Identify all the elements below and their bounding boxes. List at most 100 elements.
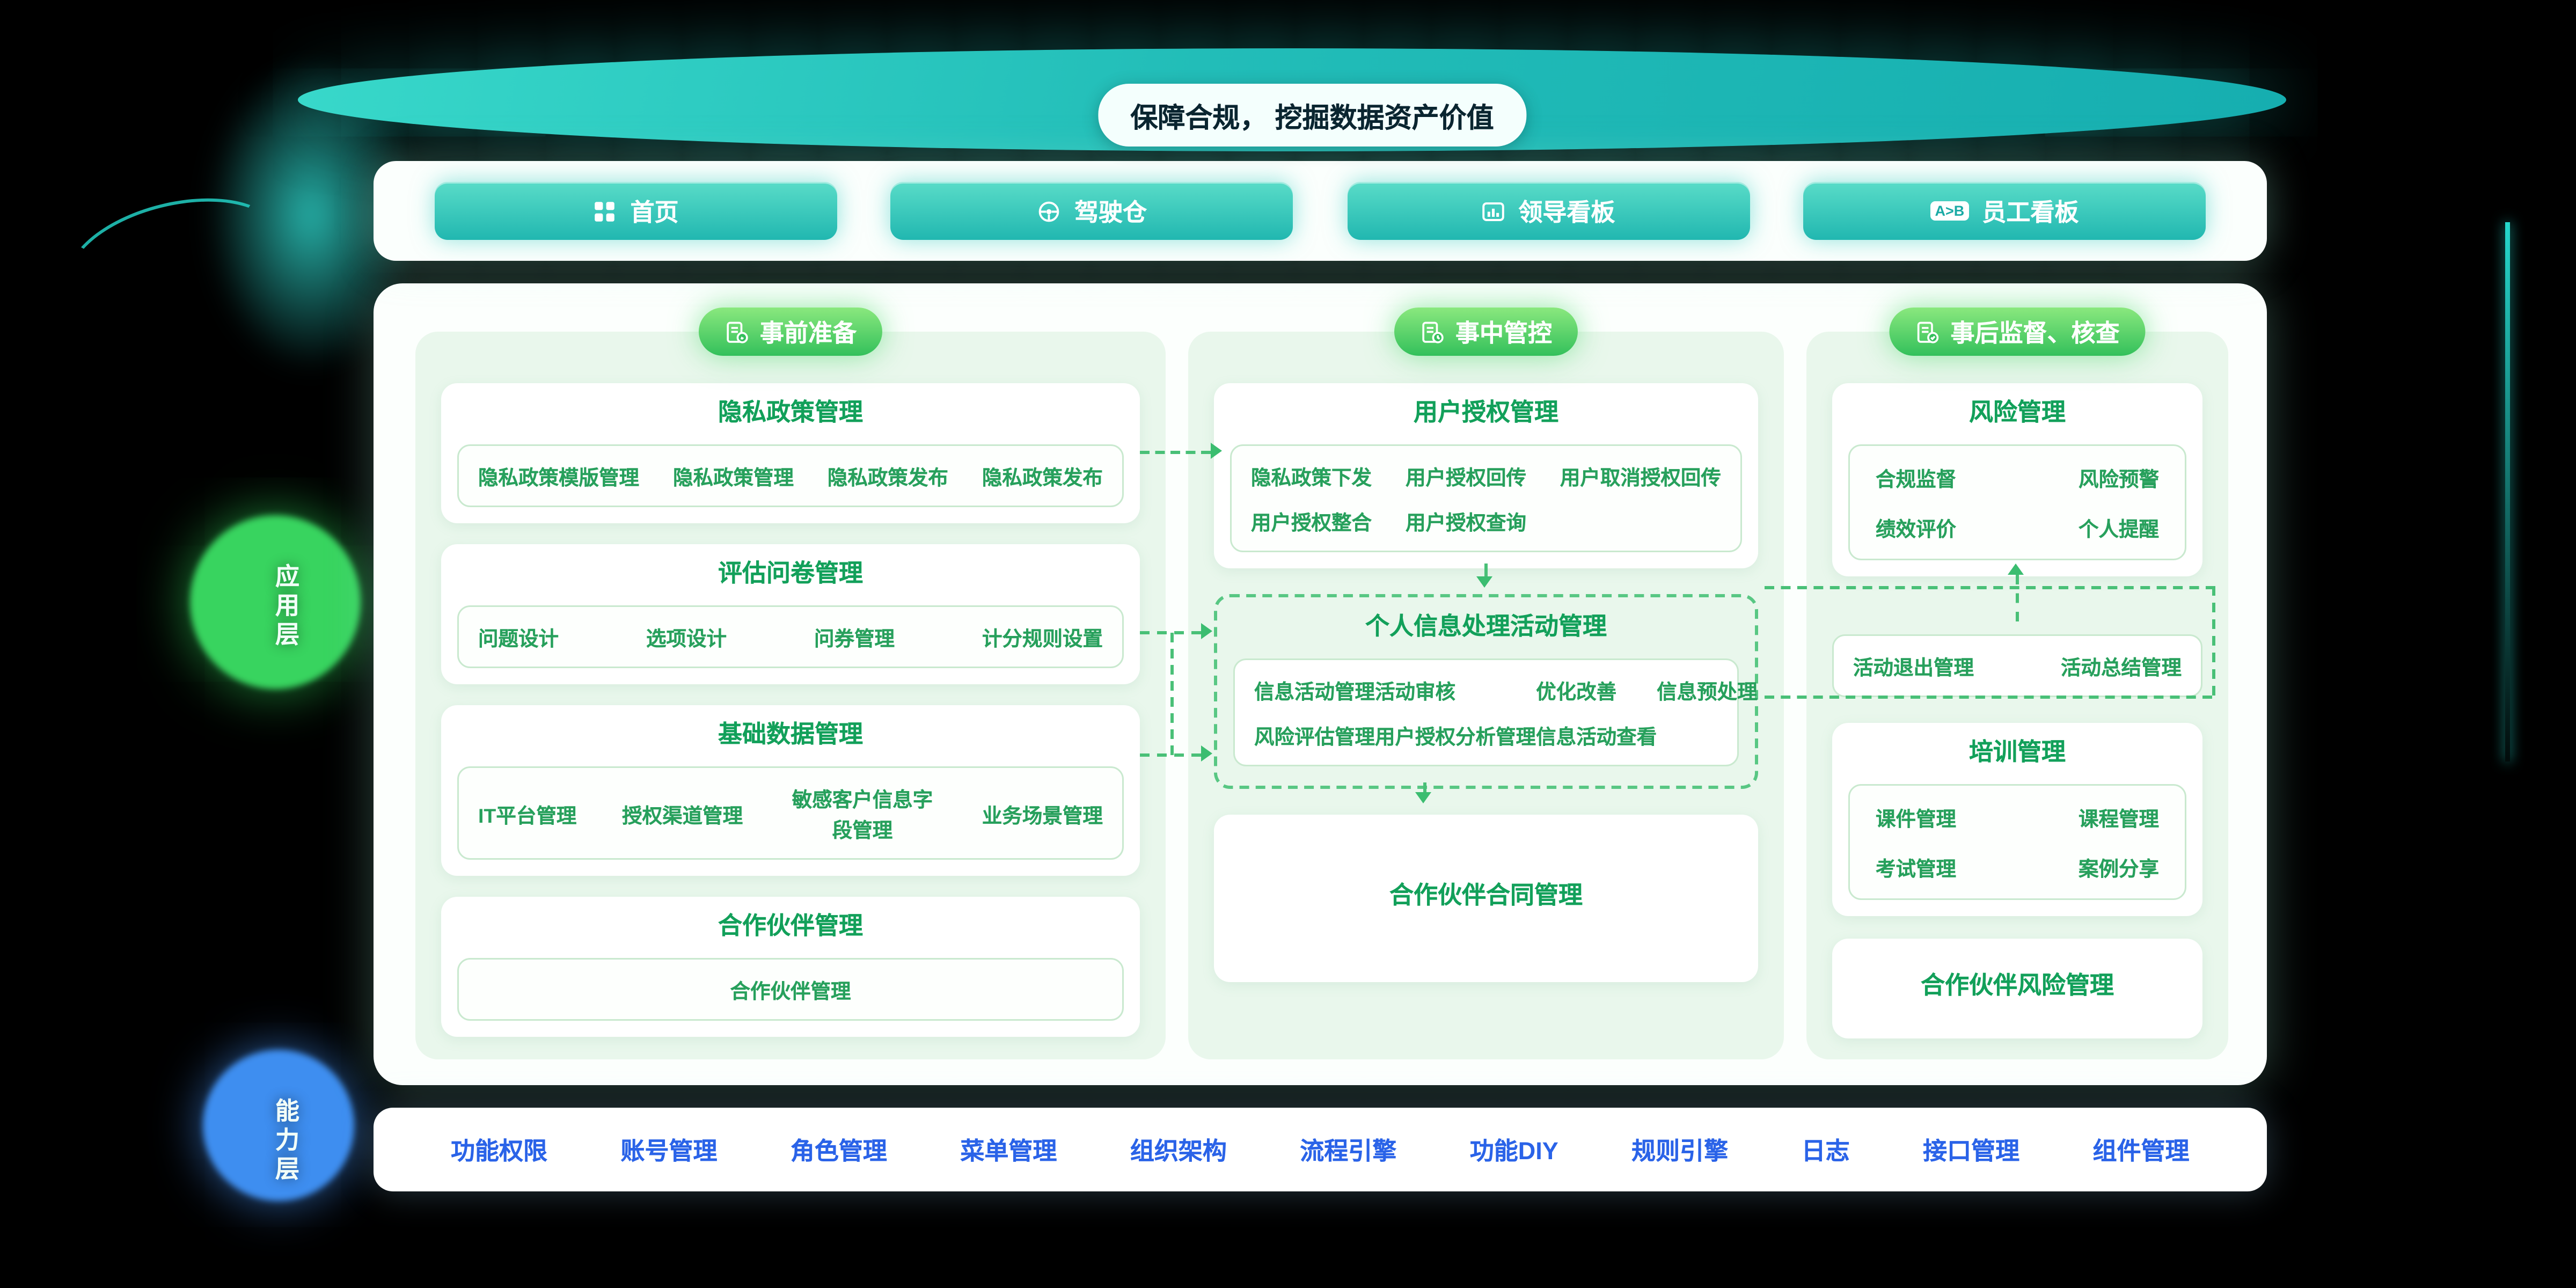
card-risk-management: 风险管理 合规监督 风险预警 绩效评价 个人提醒 xyxy=(1832,383,2202,576)
steering-wheel-icon xyxy=(1037,199,1062,223)
module-item[interactable]: 个人提醒 xyxy=(2078,518,2159,541)
capability-item[interactable]: 组件管理 xyxy=(2092,1137,2190,1165)
module-item[interactable]: 活动审核 xyxy=(1375,681,1456,704)
doc-clock-icon xyxy=(1420,320,1444,344)
module-item[interactable]: 问题设计 xyxy=(478,628,559,650)
module-item[interactable]: 用户授权整合 xyxy=(1251,512,1372,535)
flow-line xyxy=(1765,586,2215,589)
module-item[interactable]: 选项设计 xyxy=(646,628,727,650)
card-title: 合作伙伴管理 xyxy=(718,913,863,940)
capability-item[interactable]: 规则引擎 xyxy=(1631,1137,1729,1165)
module-item[interactable]: 信息预处理 xyxy=(1657,681,1758,704)
capability-item[interactable]: 功能权限 xyxy=(451,1137,548,1165)
module-item[interactable]: 合作伙伴管理 xyxy=(730,980,851,1003)
flow-arrow-right xyxy=(1211,443,1222,459)
module-item[interactable]: 隐私政策发布 xyxy=(827,467,948,489)
module-item[interactable]: 风险预警 xyxy=(2078,469,2159,491)
nav-label: 首页 xyxy=(630,199,679,226)
column-header-label: 事前准备 xyxy=(759,319,857,347)
nav-button-cockpit[interactable]: 驾驶仓 xyxy=(890,182,1293,240)
card-title: 风险管理 xyxy=(1968,399,2066,427)
module-item[interactable]: 隐私政策模版管理 xyxy=(478,467,640,489)
activity-exit-box: 活动退出管理 活动总结管理 xyxy=(1832,634,2202,697)
capability-item[interactable]: 接口管理 xyxy=(1923,1137,2020,1165)
flow-arrow-right xyxy=(1201,745,1212,762)
flow-arrow-down xyxy=(1415,792,1431,803)
card-items: IT平台管理 授权渠道管理 敏感客户信息字段管理 业务场景管理 xyxy=(457,766,1124,860)
card-title: 个人信息处理活动管理 xyxy=(1365,613,1607,641)
layer-label-application: 应用层 xyxy=(272,564,299,650)
module-item[interactable]: 绩效评价 xyxy=(1876,518,1957,541)
module-item[interactable]: 信息活动管理 xyxy=(1254,681,1375,704)
nav-button-employee-dashboard[interactable]: A>B 员工看板 xyxy=(1803,182,2206,240)
module-item[interactable]: 授权渠道管理 xyxy=(622,804,743,827)
module-item[interactable]: 敏感客户信息字段管理 xyxy=(792,789,933,842)
module-item[interactable]: 信息活动查看 xyxy=(1536,726,1657,749)
module-item[interactable]: 隐私政策下发 xyxy=(1251,467,1372,489)
module-item[interactable]: 优化改善 xyxy=(1536,681,1617,704)
doc-pencil-icon xyxy=(724,320,749,344)
capability-item[interactable]: 功能DIY xyxy=(1469,1137,1558,1165)
card-title: 隐私政策管理 xyxy=(718,399,863,427)
banner-title: 保障合规， 挖掘数据资产价值 xyxy=(1098,84,1526,147)
module-item[interactable]: 案例分享 xyxy=(2078,858,2159,881)
module-item[interactable]: 业务场景管理 xyxy=(982,804,1103,827)
card-title: 合作伙伴合同管理 xyxy=(1389,882,1583,910)
module-item[interactable]: 计分规则设置 xyxy=(982,628,1103,650)
nav-button-home[interactable]: 首页 xyxy=(435,182,837,240)
card-title: 合作伙伴风险管理 xyxy=(1920,972,2114,1000)
bar-chart-icon xyxy=(1481,199,1505,223)
flow-line xyxy=(1765,696,2212,699)
top-nav: 首页 驾驶仓 领导看板 A>B 员工看板 xyxy=(374,161,2267,261)
module-item[interactable]: 用户授权分析管理 xyxy=(1375,726,1536,749)
card-title: 培训管理 xyxy=(1968,739,2066,766)
card-items: 合作伙伴管理 xyxy=(457,958,1124,1021)
card-items: 隐私政策模版管理 隐私政策管理 隐私政策发布 隐私政策发布 xyxy=(457,444,1124,507)
card-title: 评估问卷管理 xyxy=(718,560,863,588)
module-item[interactable]: 活动总结管理 xyxy=(2060,657,2182,679)
card-items: 信息活动管理 活动审核 优化改善 信息预处理 风险评估管理 用户授权分析管理 信… xyxy=(1233,658,1758,766)
nav-button-leader-dashboard[interactable]: 领导看板 xyxy=(1346,182,1750,240)
flow-line xyxy=(1140,753,1201,757)
card-privacy-policy: 隐私政策管理 隐私政策模版管理 隐私政策管理 隐私政策发布 隐私政策发布 xyxy=(441,383,1140,523)
column-header-label: 事后监督、核查 xyxy=(1950,319,2120,347)
column-header-pre-preparation: 事前准备 xyxy=(698,308,883,356)
capability-item[interactable]: 日志 xyxy=(1801,1137,1850,1165)
module-item[interactable]: 用户授权回传 xyxy=(1405,467,1526,489)
card-training-management: 培训管理 课件管理 课程管理 考试管理 案例分享 xyxy=(1832,723,2202,916)
module-item[interactable]: 考试管理 xyxy=(1876,858,1957,881)
capability-item[interactable]: 组织架构 xyxy=(1130,1137,1227,1165)
module-item[interactable]: 用户取消授权回传 xyxy=(1560,467,1721,489)
capability-item[interactable]: 账号管理 xyxy=(620,1137,718,1165)
capability-item[interactable]: 流程引擎 xyxy=(1300,1137,1397,1165)
column-header-in-process: 事中管控 xyxy=(1394,308,1578,356)
card-partner-risk: 合作伙伴风险管理 xyxy=(1832,939,2202,1038)
module-item[interactable]: 风险评估管理 xyxy=(1254,726,1375,749)
flow-line xyxy=(1140,451,1211,454)
capability-bar: 功能权限 账号管理 角色管理 菜单管理 组织架构 流程引擎 功能DIY 规则引擎… xyxy=(374,1108,2267,1191)
module-item[interactable]: 隐私政策管理 xyxy=(672,467,794,489)
card-items: 隐私政策下发 用户授权回传 用户取消授权回传 用户授权整合 用户授权查询 xyxy=(1230,444,1742,552)
capability-item[interactable]: 角色管理 xyxy=(790,1137,887,1165)
left-arc-decor xyxy=(54,178,294,341)
flow-line xyxy=(1423,782,1426,794)
module-item[interactable]: 隐私政策发布 xyxy=(982,467,1103,489)
module-item[interactable]: IT平台管理 xyxy=(478,804,577,827)
card-user-authorization: 用户授权管理 隐私政策下发 用户授权回传 用户取消授权回传 用户授权整合 用户授… xyxy=(1214,383,1758,568)
module-item[interactable]: 合规监督 xyxy=(1876,469,1957,491)
flow-arrow-right xyxy=(1201,623,1212,639)
capability-item[interactable]: 菜单管理 xyxy=(960,1137,1057,1165)
card-title: 基础数据管理 xyxy=(718,721,863,749)
module-item[interactable]: 课件管理 xyxy=(1876,808,1957,831)
flow-line xyxy=(2016,575,2019,621)
module-item[interactable]: 问券管理 xyxy=(814,628,895,650)
flow-line xyxy=(1170,633,1174,755)
ab-compare-icon: A>B xyxy=(1930,201,1970,221)
flow-line xyxy=(1484,564,1488,578)
module-item[interactable]: 活动退出管理 xyxy=(1853,657,1974,679)
card-title: 用户授权管理 xyxy=(1413,399,1558,427)
home-grid-icon xyxy=(593,199,617,223)
module-item[interactable]: 用户授权查询 xyxy=(1405,512,1526,535)
module-item[interactable]: 课程管理 xyxy=(2078,808,2159,831)
